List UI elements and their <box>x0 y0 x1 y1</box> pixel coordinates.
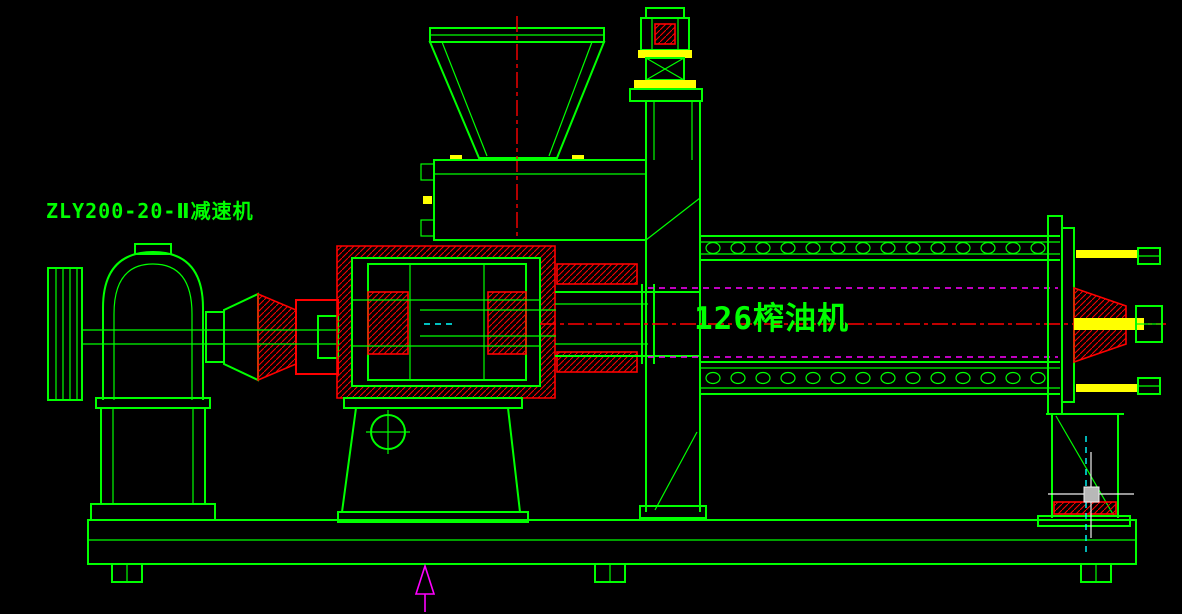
coupling <box>205 292 340 382</box>
cage-centerlines <box>540 287 1166 358</box>
belt-pulley <box>47 267 83 401</box>
motor-pedestal <box>90 397 216 521</box>
gearbox-stand <box>337 397 529 523</box>
hopper <box>428 16 606 240</box>
end-bracket <box>1037 413 1131 556</box>
gearbox <box>336 245 556 399</box>
discharge-end <box>1047 215 1163 415</box>
base-frame <box>87 519 1137 565</box>
support-column <box>639 101 707 519</box>
output-shaft <box>555 263 700 373</box>
press-cage-bottom-rail <box>700 361 1060 395</box>
motor-assembly <box>82 243 224 400</box>
foundation-feet <box>111 563 1112 583</box>
feed-chute <box>420 159 701 241</box>
crosshair-cursor <box>1048 452 1134 538</box>
feeder-motor <box>629 7 703 102</box>
datum-arrow <box>414 563 436 612</box>
press-label: 126榨油机 <box>694 301 849 337</box>
press-cage-top-rail <box>700 235 1060 261</box>
reducer-label: ZLY200-20-Ⅱ减速机 <box>46 199 254 223</box>
